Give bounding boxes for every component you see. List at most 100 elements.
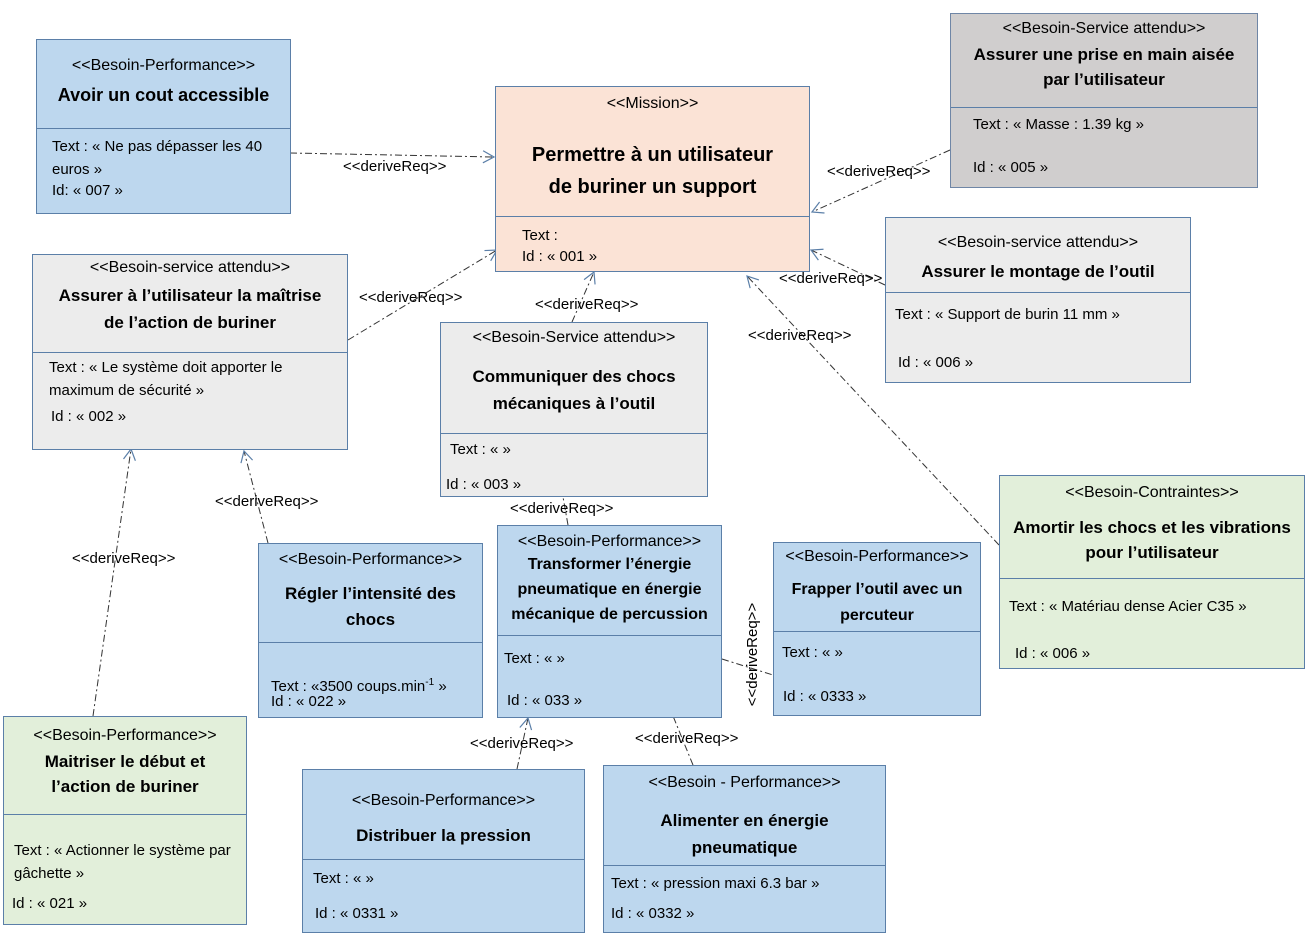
label-link-022: <<deriveReq>>	[215, 493, 319, 510]
compartment-divider	[774, 631, 980, 632]
block-007[interactable]: <<Besoin-Performance>> Avoir un cout acc…	[36, 39, 291, 214]
label-link-005: <<deriveReq>>	[827, 163, 931, 180]
link-033-to-0333	[721, 658, 774, 676]
stereotype: <<Besoin-Performance>>	[351, 792, 536, 809]
text-field: Text : « Support de burin 11 mm »	[895, 306, 1120, 323]
block-title: Assurer une prise en main aisée par l’ut…	[973, 45, 1235, 89]
block-title: Alimenter en énergie pneumatique	[660, 811, 829, 857]
block-title: Communiquer des chocs mécaniques à l’out…	[472, 367, 676, 413]
block-mission[interactable]: <<Mission>> Permettre à un utilisateur d…	[495, 86, 810, 272]
link-006a-to-mission	[809, 248, 886, 286]
id-field: Id : « 022 »	[271, 693, 347, 710]
text-field: Text : « »	[504, 650, 565, 667]
stereotype: <<Besoin-Contraintes>>	[1065, 484, 1239, 501]
block-title: Distribuer la pression	[356, 826, 531, 845]
block-title: Maitriser le début et l’action de burine…	[44, 752, 206, 796]
link-003-to-mission	[571, 270, 596, 323]
compartment-divider	[33, 352, 347, 353]
stereotype: <<Besoin-Service attendu>>	[1002, 20, 1206, 37]
compartment-divider	[37, 128, 290, 129]
link-021-to-002	[92, 447, 136, 717]
stereotype: <<Besoin - Performance>>	[648, 774, 841, 791]
block-title: Transformer l’énergie pneumatique en éne…	[511, 556, 708, 623]
link-033-to-003	[562, 496, 569, 526]
text-field: Text : « Ne pas dépasser les 40 euros »	[52, 138, 263, 178]
block-033[interactable]: <<Besoin-Performance>> Transformer l’éne…	[497, 525, 722, 718]
text-field: Text : « Actionner le système par gâchet…	[14, 842, 231, 882]
label-link-033-003: <<deriveReq>>	[510, 500, 614, 517]
compartment-divider	[604, 865, 885, 866]
stereotype: <<Besoin-Performance>>	[33, 727, 217, 744]
label-link-002: <<deriveReq>>	[359, 289, 463, 306]
label-link-006b: <<deriveReq>>	[748, 327, 852, 344]
block-title: Assurer à l’utilisateur la maîtrise de l…	[58, 286, 322, 332]
link-006b-to-mission	[746, 275, 1000, 546]
stereotype: <<Besoin-Performance>>	[71, 57, 256, 74]
label-link-0332: <<deriveReq>>	[635, 730, 739, 747]
block-title: Assurer le montage de l’outil	[921, 262, 1155, 281]
link-022-to-002	[240, 449, 269, 544]
id-field: Id : « 0332 »	[611, 905, 695, 922]
block-0333[interactable]: <<Besoin-Performance>> Frapper l’outil a…	[773, 542, 981, 716]
compartment-divider	[441, 433, 707, 434]
link-0332-to-033	[672, 715, 694, 766]
compartment-divider	[951, 107, 1257, 108]
block-003[interactable]: <<Besoin-Service attendu>> Communiquer d…	[440, 322, 708, 497]
text-field: Text : « Masse : 1.39 kg »	[973, 116, 1144, 133]
stereotype: <<Besoin-Performance>>	[785, 548, 969, 565]
id-field: Id : « 033 »	[507, 692, 583, 709]
label-link-033-0333: <<deriveReq>>	[744, 602, 762, 707]
id-field: Id : « 002 »	[51, 408, 127, 425]
text-field: Text : « »	[313, 870, 374, 887]
text-field: Text :	[522, 227, 558, 244]
compartment-divider	[498, 635, 721, 636]
label-link-006a: <<deriveReq>>	[779, 270, 883, 287]
block-006-montage[interactable]: <<Besoin-service attendu>> Assurer le mo…	[885, 217, 1191, 383]
label-link-021: <<deriveReq>>	[72, 550, 176, 567]
block-0332[interactable]: <<Besoin - Performance>> Alimenter en én…	[603, 765, 886, 933]
id-field: Id: « 007 »	[52, 182, 123, 199]
id-field: Id : « 0333 »	[783, 688, 867, 705]
id-field: Id : « 021 »	[12, 895, 88, 912]
id-field: Id : « 003 »	[446, 476, 522, 493]
block-021[interactable]: <<Besoin-Performance>> Maitriser le débu…	[3, 716, 247, 925]
link-0331-to-033	[516, 716, 533, 770]
stereotype: <<Besoin-Service attendu>>	[472, 329, 676, 346]
block-002[interactable]: <<Besoin-service attendu>> Assurer à l’u…	[32, 254, 348, 450]
block-0331[interactable]: <<Besoin-Performance>> Distribuer la pre…	[302, 769, 585, 933]
stereotype: <<Besoin-Performance>>	[517, 533, 702, 550]
link-005-to-mission	[810, 149, 951, 214]
block-title: Avoir un cout accessible	[57, 85, 270, 105]
stereotype: <<Besoin-service attendu>>	[89, 259, 291, 276]
compartment-divider	[259, 642, 482, 643]
block-title: Régler l’intensité des chocs	[285, 584, 456, 629]
compartment-divider	[886, 292, 1190, 293]
label-link-003: <<deriveReq>>	[535, 296, 639, 313]
id-field: Id : « 006 »	[898, 354, 974, 371]
text-field: Text : « »	[782, 644, 843, 661]
text-prefix: Text : «3500 coups.min	[271, 678, 426, 695]
label-link-0331: <<deriveReq>>	[470, 735, 574, 752]
text-suffix: »	[434, 678, 447, 695]
label-link-007: <<deriveReq>>	[343, 158, 447, 175]
link-007-to-mission	[289, 150, 496, 164]
block-title: Amortir les chocs et les vibrations pour…	[1013, 518, 1291, 562]
block-005[interactable]: <<Besoin-Service attendu>> Assurer une p…	[950, 13, 1258, 188]
block-006-contraintes[interactable]: <<Besoin-Contraintes>> Amortir les chocs…	[999, 475, 1305, 669]
stereotype: <<Besoin-Performance>>	[278, 551, 463, 568]
block-title: Frapper l’outil avec un percuteur	[791, 581, 963, 624]
id-field: Id : « 005 »	[973, 159, 1049, 176]
text-field: Text : «3500 coups.min-1 »	[271, 648, 447, 698]
text-superscript: -1	[425, 677, 435, 688]
id-field: Id : « 001 »	[522, 248, 598, 265]
block-022[interactable]: <<Besoin-Performance>> Régler l’intensit…	[258, 543, 483, 718]
block-title: Permettre à un utilisateur de buriner un…	[531, 144, 774, 198]
compartment-divider	[496, 216, 809, 217]
compartment-divider	[303, 859, 584, 860]
text-field: Text : « pression maxi 6.3 bar »	[611, 875, 820, 892]
stereotype: <<Besoin-service attendu>>	[937, 234, 1139, 251]
text-field: Text : « Matériau dense Acier C35 »	[1009, 598, 1247, 615]
id-field: Id : « 006 »	[1015, 645, 1091, 662]
text-field: Text : « »	[450, 441, 511, 458]
